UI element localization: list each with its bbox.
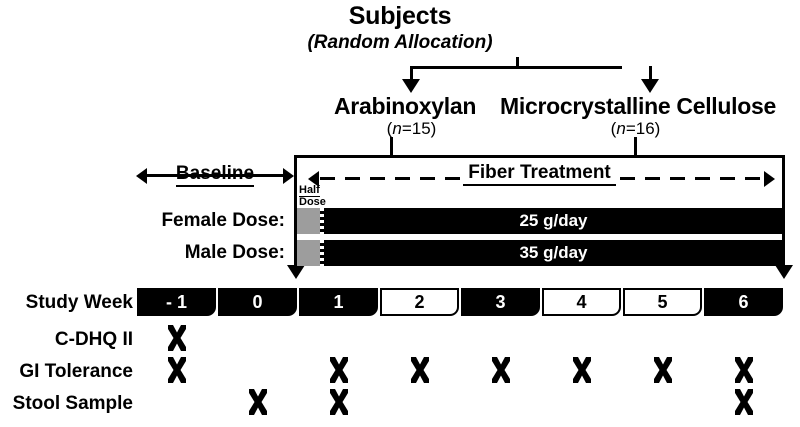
treatment-label: Fiber Treatment	[294, 162, 785, 186]
measure-mark	[571, 357, 593, 383]
week-box-3[interactable]: 3	[461, 288, 540, 316]
x-mark-icon	[653, 357, 672, 383]
page-subtitle: (Random Allocation)	[307, 32, 493, 53]
male-dose-value: 35 g/day	[519, 243, 588, 262]
female-half-dose-segment	[297, 208, 320, 234]
page-title: Subjects	[348, 2, 452, 30]
x-mark-icon	[491, 357, 510, 383]
measure-label-stool-sample: Stool Sample	[12, 393, 133, 414]
group-n-arabinoxylan: (n=15)	[386, 119, 437, 138]
week-box-label: 5	[657, 292, 668, 312]
x-mark-icon	[167, 357, 186, 383]
week-box-4[interactable]: 4	[542, 288, 621, 316]
male-dose-transition-dots	[320, 240, 324, 266]
treatment-frame-left-arrow-icon	[287, 265, 305, 279]
week-box-0[interactable]: 0	[218, 288, 297, 316]
x-mark-icon	[248, 389, 267, 415]
baseline-rule	[147, 174, 283, 177]
group-label-microcrystalline-cellulose: Microcrystalline Cellulose	[500, 93, 776, 119]
female-dose-bar: 25 g/day	[297, 208, 783, 234]
week-box-label: - 1	[165, 292, 187, 312]
measure-mark	[166, 325, 188, 351]
x-mark-icon	[572, 357, 591, 383]
week-box-label: 1	[333, 292, 344, 312]
allocation-branch-right-line	[649, 66, 652, 80]
study-week-label: Study Week	[25, 292, 133, 313]
treatment-arrow-right-icon	[764, 171, 775, 187]
treatment-arrow-left-icon	[308, 171, 319, 187]
week-box-6[interactable]: 6	[704, 288, 783, 316]
x-mark-icon	[734, 357, 753, 383]
x-mark-icon	[410, 357, 429, 383]
female-dose-value: 25 g/day	[519, 211, 588, 230]
measure-mark	[409, 357, 431, 383]
allocation-branch-left-line	[410, 66, 413, 80]
week-box-label: 3	[495, 292, 506, 312]
baseline-label-text: Baseline	[175, 163, 255, 187]
measure-mark	[166, 357, 188, 383]
week-box-1[interactable]: 1	[299, 288, 378, 316]
allocation-arrow-right-icon	[641, 79, 659, 93]
x-mark-icon	[329, 389, 348, 415]
measure-mark	[328, 389, 350, 415]
measure-mark	[733, 389, 755, 415]
x-mark-icon	[734, 389, 753, 415]
baseline-arrow-left-icon	[136, 168, 147, 184]
treatment-label-text: Fiber Treatment	[463, 162, 616, 186]
group-connector-left	[390, 137, 393, 156]
week-box-label: 0	[252, 292, 263, 312]
week-box-label: 2	[414, 292, 425, 312]
week-box-2[interactable]: 2	[380, 288, 459, 316]
group-n-microcrystalline-cellulose: (n=16)	[610, 119, 661, 138]
male-dose-label: Male Dose:	[184, 242, 285, 263]
x-mark-icon	[167, 325, 186, 351]
treatment-frame	[294, 155, 785, 269]
male-dose-bar: 35 g/day	[297, 240, 783, 266]
measure-mark	[247, 389, 269, 415]
week-box-label: 6	[738, 292, 749, 312]
half-dose-label: Half Dose	[299, 185, 333, 209]
female-dose-label: Female Dose:	[161, 210, 285, 231]
allocation-stem	[516, 57, 519, 67]
measure-label-c-dhq-ii: C-DHQ II	[54, 329, 133, 350]
measure-label-gi-tolerance: GI Tolerance	[19, 361, 133, 382]
treatment-frame-right-arrow-icon	[775, 265, 793, 279]
baseline-arrow-right-icon	[283, 168, 294, 184]
measure-mark	[733, 357, 755, 383]
week-box-5[interactable]: 5	[623, 288, 702, 316]
week-box-minus1[interactable]: - 1	[137, 288, 216, 316]
allocation-horizontal-bar	[410, 66, 622, 69]
group-label-arabinoxylan: Arabinoxylan	[334, 93, 477, 119]
group-connector-right	[634, 137, 637, 156]
male-half-dose-segment	[297, 240, 320, 266]
female-dose-transition-dots	[320, 208, 324, 234]
measure-mark	[328, 357, 350, 383]
allocation-arrow-left-icon	[402, 79, 420, 93]
week-box-label: 4	[576, 292, 587, 312]
measure-mark	[652, 357, 674, 383]
baseline-label: Baseline	[146, 163, 284, 187]
measure-mark	[490, 357, 512, 383]
x-mark-icon	[329, 357, 348, 383]
